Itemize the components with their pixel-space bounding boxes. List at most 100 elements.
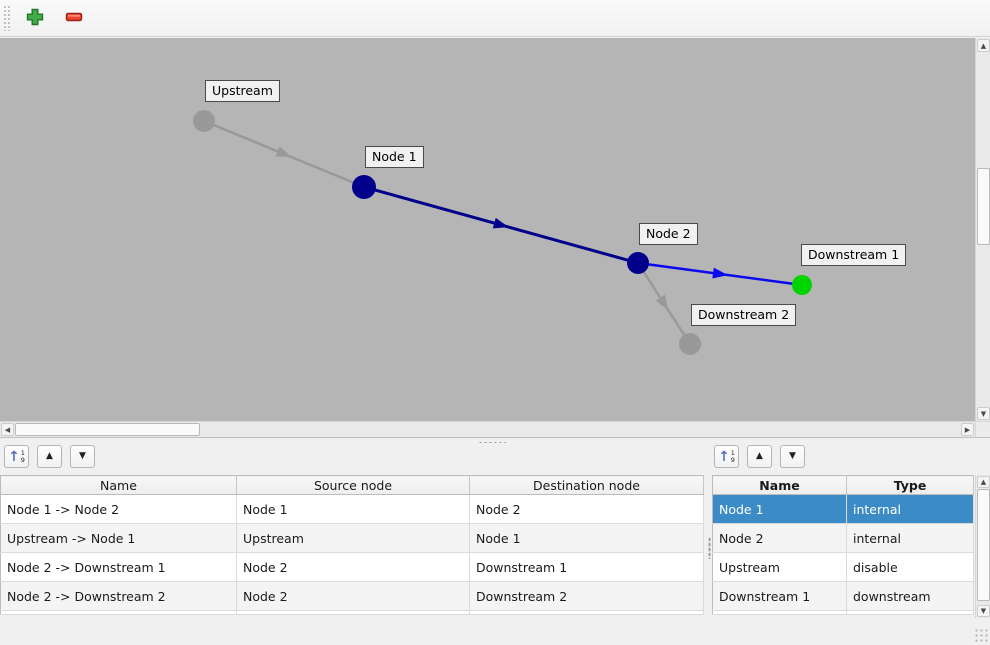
- vscroll-thumb[interactable]: [977, 168, 990, 245]
- table-cell[interactable]: Node 2 -> Downstream 2: [0, 581, 237, 611]
- edges-move-down-button[interactable]: ▼: [70, 445, 95, 468]
- table-cell[interactable]: Node 1: [469, 523, 704, 553]
- table-cell[interactable]: Node 2: [236, 552, 470, 582]
- horizontal-splitter[interactable]: [0, 437, 990, 445]
- remove-node-button[interactable]: [59, 3, 89, 33]
- edge-arrow-icon: [712, 267, 728, 279]
- table-cell[interactable]: Upstream -> Node 1: [0, 523, 237, 553]
- graph-node-upstream[interactable]: [193, 110, 215, 132]
- nodes-move-up-button[interactable]: ▲: [747, 445, 772, 468]
- nodes-move-down-button[interactable]: ▼: [780, 445, 805, 468]
- scroll-right-button[interactable]: ▶: [961, 423, 974, 436]
- table-cell[interactable]: Node 2: [469, 494, 704, 524]
- hscroll-thumb[interactable]: [15, 423, 200, 436]
- up-arrow-icon: ▲: [756, 451, 763, 461]
- node-label-node-1[interactable]: Node 1: [365, 146, 424, 168]
- edges-table-header-0[interactable]: Name: [0, 475, 237, 495]
- scroll-down-icon: ▼: [980, 607, 987, 615]
- main-toolbar: [0, 0, 990, 37]
- node-label-upstream[interactable]: Upstream: [205, 80, 280, 102]
- edges-move-up-button[interactable]: ▲: [37, 445, 62, 468]
- node-label-node-2[interactable]: Node 2: [639, 223, 698, 245]
- table-cell[interactable]: Upstream: [236, 523, 470, 553]
- minus-icon: [65, 8, 83, 29]
- empty-cell: [236, 610, 470, 615]
- toolbar-grip[interactable]: [3, 5, 11, 31]
- canvas-hscrollbar[interactable]: ◀ ▶: [0, 421, 975, 437]
- edges-table-header-1[interactable]: Source node: [236, 475, 470, 495]
- vertical-splitter[interactable]: [706, 445, 712, 620]
- vscroll-thumb[interactable]: [977, 489, 990, 601]
- table-cell[interactable]: Node 2 -> Downstream 1: [0, 552, 237, 582]
- graph-node-node-2[interactable]: [627, 252, 649, 274]
- table-cell[interactable]: Downstream 1: [469, 552, 704, 582]
- table-cell[interactable]: Node 1: [712, 494, 847, 524]
- down-arrow-icon: ▼: [79, 451, 86, 461]
- empty-cell: [846, 610, 974, 615]
- node-label-downstream-1[interactable]: Downstream 1: [801, 244, 907, 266]
- window-resize-grip[interactable]: [974, 628, 988, 642]
- canvas-vscrollbar[interactable]: ▲ ▼: [975, 38, 990, 421]
- scroll-down-button[interactable]: ▼: [977, 605, 990, 617]
- graph-node-node-1[interactable]: [352, 175, 376, 199]
- plus-icon: [26, 8, 44, 29]
- node-label-downstream-2[interactable]: Downstream 2: [691, 304, 797, 326]
- empty-cell: [712, 610, 847, 615]
- nodes-table-vscrollbar[interactable]: ▲ ▼: [975, 475, 990, 618]
- scroll-left-button[interactable]: ◀: [1, 423, 14, 436]
- table-cell[interactable]: downstream: [846, 581, 974, 611]
- add-node-button[interactable]: [20, 3, 50, 33]
- table-cell[interactable]: Node 2: [236, 581, 470, 611]
- splitter-grip-icon: [708, 537, 711, 559]
- empty-cell: [469, 610, 704, 615]
- scroll-up-button[interactable]: ▲: [977, 476, 990, 488]
- table-cell[interactable]: Node 2: [712, 523, 847, 553]
- table-cell[interactable]: Downstream 1: [712, 581, 847, 611]
- table-cell[interactable]: disable: [846, 552, 974, 582]
- edge-arrow-icon: [655, 294, 669, 311]
- table-cell[interactable]: Downstream 2: [469, 581, 704, 611]
- scroll-left-icon: ◀: [4, 425, 11, 434]
- table-cell[interactable]: Upstream: [712, 552, 847, 582]
- graph-node-downstream-1[interactable]: [792, 275, 812, 295]
- graph-node-downstream-2[interactable]: [679, 333, 701, 355]
- graph-svg: [193, 110, 812, 355]
- empty-row: [0, 610, 704, 615]
- edges-table-header-2[interactable]: Destination node: [469, 475, 704, 495]
- table-cell[interactable]: Node 1: [236, 494, 470, 524]
- nodes-table-header-1[interactable]: Type: [846, 475, 974, 495]
- scroll-down-button[interactable]: ▼: [977, 407, 990, 420]
- table-cell[interactable]: internal: [846, 494, 974, 524]
- splitter-grip-icon: [478, 441, 506, 444]
- table-cell[interactable]: Node 1 -> Node 2: [0, 494, 237, 524]
- scroll-up-button[interactable]: ▲: [977, 39, 990, 52]
- table-cell[interactable]: internal: [846, 523, 974, 553]
- edge-arrow-icon: [492, 217, 509, 229]
- down-arrow-icon: ▼: [789, 451, 796, 461]
- empty-row: [712, 610, 974, 615]
- scrollbar-corner: [975, 421, 990, 437]
- edge-arrow-icon: [275, 146, 292, 158]
- nodes-table-header-0[interactable]: Name: [712, 475, 847, 495]
